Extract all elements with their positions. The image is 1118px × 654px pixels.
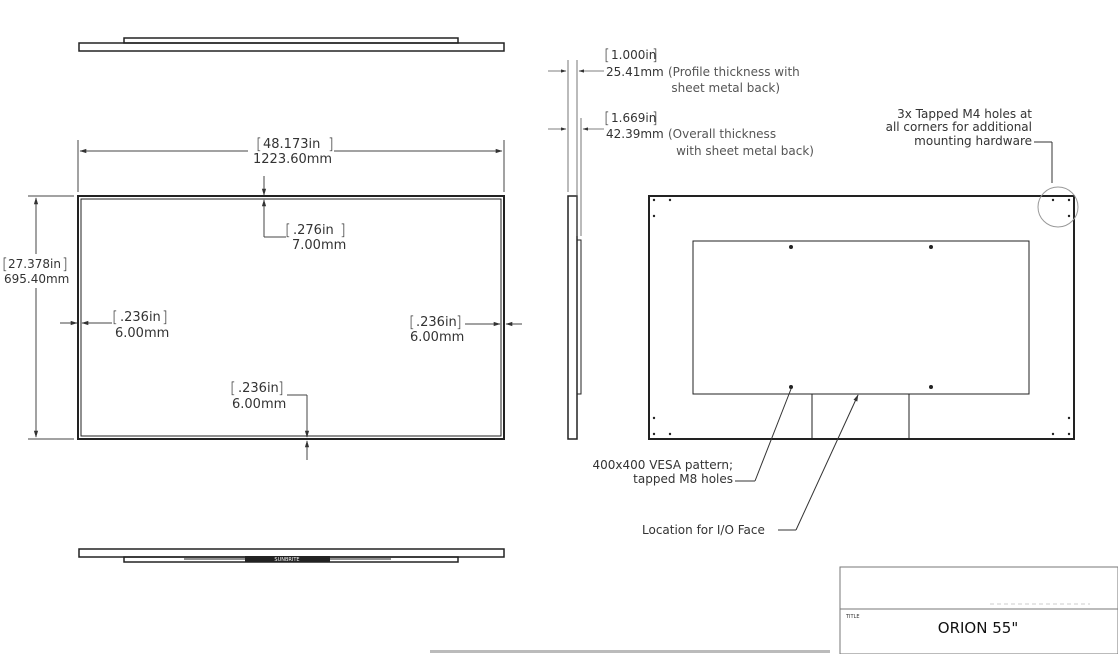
svg-text:]: ] xyxy=(652,46,658,64)
m4-note-line-3: mounting hardware xyxy=(914,134,1032,148)
fine-print-strip xyxy=(430,650,830,653)
back-mount-holes xyxy=(652,198,1071,436)
right-border-mm: 6.00mm xyxy=(410,330,464,345)
profile-thickness-note-1: (Profile thickness with xyxy=(668,65,800,79)
bottom-view-label: SUNBRITE xyxy=(274,557,299,563)
front-height-dimension xyxy=(28,195,74,440)
svg-text:]: ] xyxy=(278,379,284,397)
bottom-border-mm: 6.00mm xyxy=(232,397,286,412)
svg-text:[: [ xyxy=(604,46,610,64)
front-view xyxy=(77,195,505,440)
svg-text:[: [ xyxy=(409,313,415,331)
svg-text:]: ] xyxy=(62,255,68,273)
io-note: Location for I/O Face xyxy=(642,523,765,537)
svg-text:[: [ xyxy=(112,308,118,326)
vesa-leader xyxy=(735,388,792,482)
overall-thickness-mm: 42.39mm xyxy=(606,127,664,141)
drawing-title: ORION 55" xyxy=(938,619,1018,637)
vesa-holes xyxy=(789,245,933,389)
svg-text:]: ] xyxy=(340,221,346,239)
vesa-note-line-2: tapped M8 holes xyxy=(633,472,733,486)
front-height-in: 27.378in xyxy=(8,257,61,271)
overall-thickness-note-1: (Overall thickness xyxy=(668,127,776,141)
left-border-in: .236in xyxy=(120,310,161,325)
svg-text:]: ] xyxy=(652,109,658,127)
back-view xyxy=(648,186,1079,440)
svg-text:[: [ xyxy=(285,221,291,239)
svg-text:]: ] xyxy=(162,308,168,326)
front-width-mm: 1223.60mm xyxy=(253,152,332,167)
right-border-in: .236in xyxy=(416,315,457,330)
io-leader xyxy=(778,394,859,531)
profile-thickness-mm: 25.41mm xyxy=(606,65,664,79)
profile-thickness-note-2: sheet metal back) xyxy=(671,81,780,95)
svg-text:[: [ xyxy=(256,135,262,153)
svg-text:]: ] xyxy=(328,135,334,153)
left-border-mm: 6.00mm xyxy=(115,326,169,341)
m4-note-line-2: all corners for additional xyxy=(886,120,1032,134)
front-height-mm: 695.40mm xyxy=(4,272,69,286)
front-width-in: 48.173in xyxy=(263,137,320,152)
bottom-border-in: .236in xyxy=(238,381,279,396)
top-border-in: .276in xyxy=(293,223,334,238)
svg-text:[: [ xyxy=(604,109,610,127)
overall-thickness-in: 1.669in xyxy=(611,111,656,125)
vesa-note-line-1: 400x400 VESA pattern; xyxy=(592,458,733,472)
title-block xyxy=(839,566,1118,654)
top-border-mm: 7.00mm xyxy=(292,238,346,253)
m4-leader xyxy=(1034,141,1053,183)
top-border-dimension xyxy=(261,176,286,238)
overall-thickness-note-2: with sheet metal back) xyxy=(676,144,814,158)
profile-thickness-in: 1.000in xyxy=(611,48,656,62)
top-view xyxy=(78,37,505,52)
svg-text:[: [ xyxy=(2,255,8,273)
svg-text:[: [ xyxy=(230,379,236,397)
title-label: TITLE xyxy=(845,614,860,620)
side-view xyxy=(567,195,582,440)
bottom-border-dimension xyxy=(287,394,310,460)
svg-text:]: ] xyxy=(456,313,462,331)
m4-note-line-1: 3x Tapped M4 holes at xyxy=(897,107,1032,121)
side-dimension-lines xyxy=(548,60,604,236)
